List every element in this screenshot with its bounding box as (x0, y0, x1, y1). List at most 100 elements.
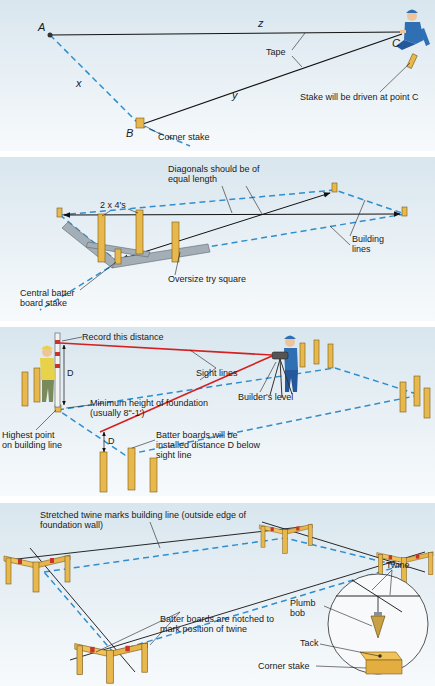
tape-line (140, 34, 402, 125)
batter-board (4, 555, 70, 592)
callout-label: Tack (300, 638, 330, 648)
leader-line (292, 56, 302, 67)
worker-figure (285, 370, 298, 392)
leader-line (175, 252, 180, 275)
callout-label: Building lines (352, 234, 397, 254)
diagonal-line (122, 193, 330, 259)
batter-board (259, 524, 312, 554)
callout-label: y (232, 90, 238, 100)
callout-label: x (76, 78, 82, 88)
leader-line (330, 226, 350, 245)
callout-label: Corner stake (258, 661, 320, 671)
leader-line (145, 33, 410, 134)
panel-background (0, 0, 435, 151)
stake (407, 54, 417, 69)
worker-figure (400, 30, 406, 33)
leader-line (350, 200, 365, 236)
callout-label: Record this distance (82, 332, 202, 342)
leader-line (372, 570, 392, 590)
callout-label: z (258, 18, 264, 28)
stake (98, 214, 105, 262)
callout-label: C (392, 38, 400, 48)
leader-line (390, 570, 392, 595)
leader-line (132, 440, 155, 448)
dimension-line (64, 345, 65, 405)
stake (100, 452, 107, 492)
batter-board (4, 524, 433, 683)
builders-level (272, 352, 288, 359)
stake (150, 458, 157, 492)
leader-line (246, 186, 262, 214)
stake (136, 210, 143, 254)
dimension-line (104, 432, 105, 452)
callout-label: Twine (386, 560, 426, 570)
building-line (40, 190, 405, 310)
leader-line (96, 522, 392, 668)
tape-line (50, 32, 402, 35)
callout-label: Stake will be driven at point C (300, 92, 435, 102)
callout-label: Stretched twine marks building line (out… (40, 510, 280, 530)
worker-figure (284, 336, 296, 340)
worker-figure (40, 358, 55, 380)
leader-line (80, 186, 365, 290)
stake (48, 33, 418, 129)
callout-label: D (67, 368, 74, 378)
stake (128, 448, 135, 490)
leader-line (292, 33, 305, 50)
leader-line (102, 211, 110, 216)
leader-line (324, 606, 372, 626)
stake (328, 344, 333, 368)
worker-figure (420, 28, 430, 46)
leader-line (62, 337, 82, 341)
worker-figure (42, 380, 54, 402)
detail-inset (371, 616, 385, 638)
builders-level (270, 352, 292, 398)
callout-label: D (108, 436, 115, 446)
callout-label: Tape (266, 47, 286, 57)
callout-label: Highest point on building line (2, 430, 64, 450)
detail-inset (374, 612, 382, 616)
panel-background (0, 157, 435, 321)
callout-label: Diagonals should be of equal length (168, 164, 280, 184)
building-line (50, 35, 190, 146)
diagonal-line (64, 193, 400, 259)
callout-label: Batter boards will be installed distance… (156, 430, 261, 460)
building-line (50, 35, 140, 125)
stake (136, 118, 144, 128)
leader-line (80, 262, 116, 290)
stake (22, 372, 28, 406)
leveling-rod (55, 333, 60, 407)
leader-line (260, 362, 276, 392)
callout-label: Plumb bob (290, 598, 324, 618)
stake (34, 368, 40, 402)
stake (48, 33, 53, 38)
stake (115, 249, 121, 264)
leader-line (320, 644, 379, 656)
leader-line (36, 410, 56, 430)
callout-label: Oversize try square (168, 274, 278, 284)
detail-inset (328, 574, 428, 674)
callout-label: Central batter board stake (20, 288, 100, 308)
leader-line (145, 126, 160, 134)
leveling-rod (55, 352, 60, 356)
sight-line (60, 343, 272, 432)
stake (300, 343, 305, 367)
stake (172, 222, 179, 262)
stake (414, 376, 420, 406)
callout-label: A (38, 22, 45, 32)
callout-label: Sight lines (196, 368, 276, 378)
builders-level (280, 359, 292, 394)
panel-background (0, 503, 435, 686)
worker-figure (406, 10, 418, 14)
stake (57, 208, 62, 217)
worker-figure (396, 10, 430, 51)
callout-label: Builder's level (238, 392, 318, 402)
leveling-rod (55, 364, 60, 368)
panel-background (0, 327, 435, 496)
callout-label: Minimum height of foundation (usually 8"… (90, 398, 212, 418)
stake (57, 183, 407, 264)
building-line (60, 190, 405, 262)
